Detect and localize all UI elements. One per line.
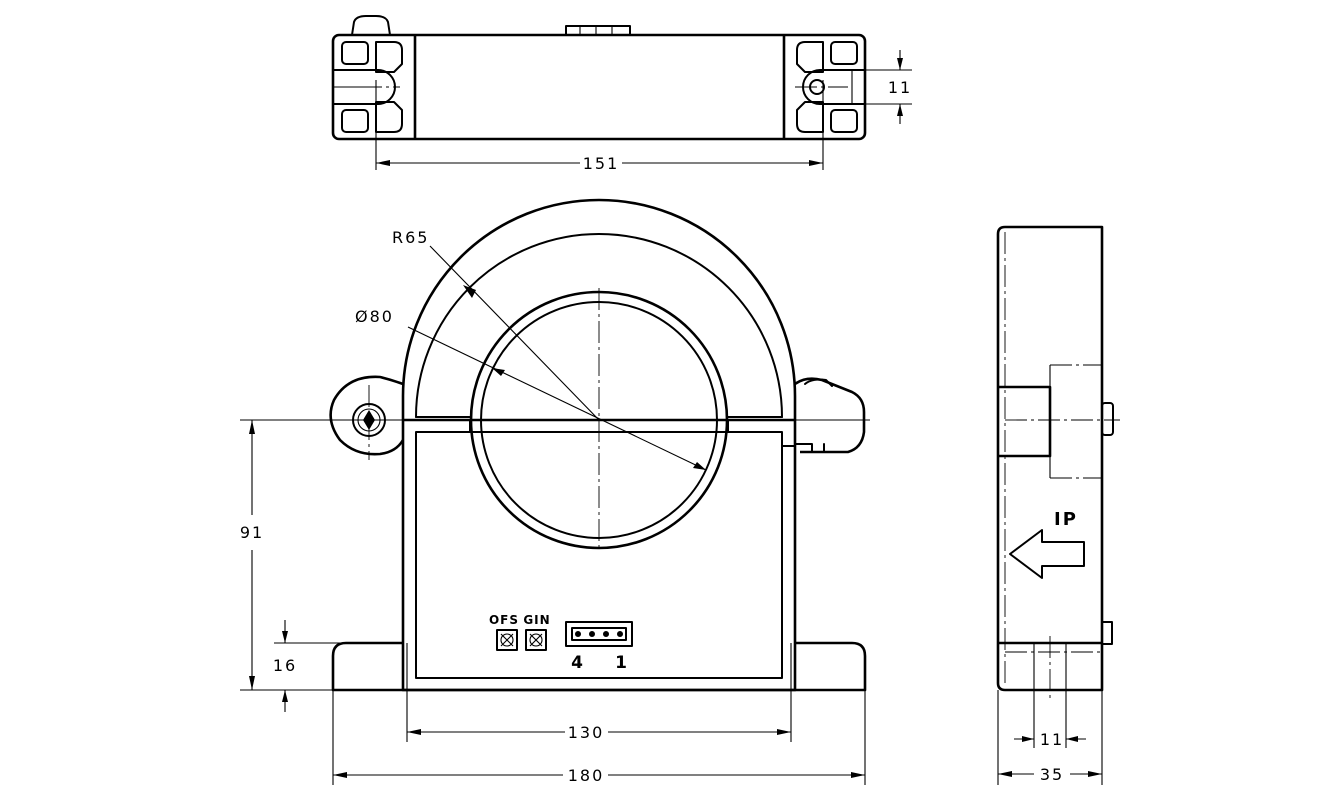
dim-side-slot-label: 11 <box>1040 730 1064 749</box>
current-direction-label: IP <box>1054 509 1078 530</box>
dim-top-width: 151 <box>376 154 823 173</box>
dim-height: 91 <box>240 420 333 691</box>
arch-inner-edge <box>415 233 783 418</box>
trim-pot-ofs <box>496 629 518 651</box>
dim-overall-width: 180 <box>332 690 866 785</box>
dim-top-slot: 11 <box>866 50 912 124</box>
side-view: IP <box>996 225 1120 700</box>
top-connector <box>565 25 631 36</box>
side-screw <box>1101 402 1114 436</box>
dim-outer-radius: R65 <box>392 228 600 421</box>
top-screw-head <box>351 15 391 36</box>
top-view <box>331 15 867 170</box>
dim-outer-radius-label: R65 <box>392 228 429 247</box>
dim-side-slot: 11 <box>1014 690 1086 749</box>
gin-label: GIN <box>523 613 550 627</box>
ofs-label: OFS <box>489 613 519 627</box>
dim-side-depth-label: 35 <box>1040 765 1064 784</box>
arch-outer <box>401 198 797 420</box>
dim-body-width-label: 130 <box>568 723 605 742</box>
front-view: OFS GIN 4 1 <box>240 198 870 692</box>
pin-1-label: 1 <box>615 653 627 673</box>
dim-base-height-label: 16 <box>273 656 297 675</box>
trim-pot-gin <box>525 629 547 651</box>
dim-top-slot-label: 11 <box>888 78 912 97</box>
dim-height-label: 91 <box>240 523 264 542</box>
side-ear <box>998 385 1052 458</box>
dim-body-width: 130 <box>406 643 792 742</box>
dim-overall-width-label: 180 <box>568 766 605 785</box>
pin-4-label: 4 <box>571 653 583 673</box>
front-base <box>331 641 867 692</box>
dim-inner-diameter-label: Ø80 <box>355 307 394 326</box>
side-view-outline <box>996 225 1104 692</box>
dim-base-height: 16 <box>273 620 340 712</box>
output-connector <box>565 621 633 647</box>
dim-inner-diameter: Ø80 <box>355 307 707 471</box>
dim-top-width-label: 151 <box>583 154 620 173</box>
current-direction-arrow <box>1009 529 1085 579</box>
side-connector <box>1101 621 1113 645</box>
dim-side-depth: 35 <box>997 690 1103 785</box>
right-ear <box>794 377 866 454</box>
